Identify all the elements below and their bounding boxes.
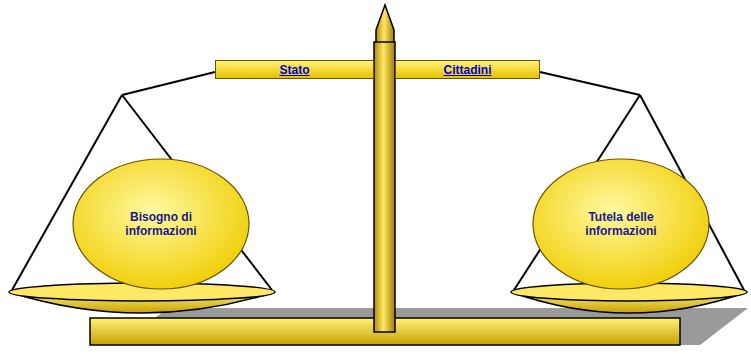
pan-label: Bisogno di informazioni [105,210,217,238]
beam-segment: Stato [215,60,374,79]
pan-label: Tutela delle informazioni [565,210,677,238]
beam-label: Cittadini [444,63,492,77]
pan-ellipse: Bisogno di informazioni [72,158,250,290]
pan-ellipse: Tutela delle informazioni [532,158,710,290]
beam-label: Stato [280,63,310,77]
beam-segment: Cittadini [395,60,540,79]
pole [374,42,395,332]
